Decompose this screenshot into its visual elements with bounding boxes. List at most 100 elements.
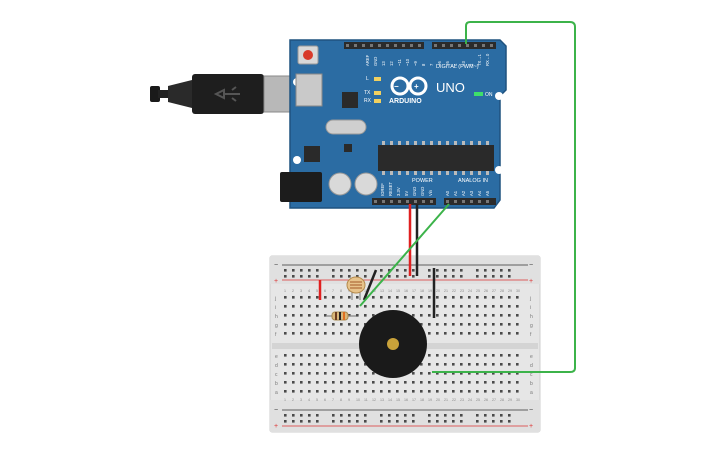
breadboard-hole[interactable] [388, 269, 391, 272]
breadboard-hole[interactable] [300, 314, 303, 317]
breadboard-hole[interactable] [340, 354, 343, 357]
breadboard-hole[interactable] [468, 296, 471, 299]
breadboard-hole[interactable] [460, 381, 463, 384]
breadboard-hole[interactable] [420, 390, 423, 393]
breadboard-hole[interactable] [292, 363, 295, 366]
breadboard-hole[interactable] [284, 354, 287, 357]
breadboard-hole[interactable] [476, 323, 479, 326]
breadboard-hole[interactable] [436, 363, 439, 366]
breadboard-hole[interactable] [412, 414, 415, 417]
breadboard-hole[interactable] [324, 314, 327, 317]
breadboard-hole[interactable] [388, 390, 391, 393]
breadboard-hole[interactable] [348, 414, 351, 417]
breadboard-hole[interactable] [292, 269, 295, 272]
breadboard-hole[interactable] [492, 314, 495, 317]
breadboard-hole[interactable] [452, 381, 455, 384]
header-pin-hole[interactable] [446, 200, 449, 203]
breadboard-hole[interactable] [316, 414, 319, 417]
breadboard-hole[interactable] [308, 381, 311, 384]
breadboard-hole[interactable] [436, 354, 439, 357]
header-pin-hole[interactable] [378, 44, 381, 47]
header-pin-hole[interactable] [346, 44, 349, 47]
breadboard-hole[interactable] [476, 275, 479, 278]
breadboard-hole[interactable] [388, 414, 391, 417]
breadboard-hole[interactable] [460, 363, 463, 366]
breadboard-hole[interactable] [500, 275, 503, 278]
breadboard-hole[interactable] [292, 420, 295, 423]
breadboard-hole[interactable] [316, 381, 319, 384]
breadboard-hole[interactable] [452, 323, 455, 326]
breadboard-hole[interactable] [348, 363, 351, 366]
breadboard-hole[interactable] [452, 269, 455, 272]
breadboard-hole[interactable] [300, 296, 303, 299]
jumper-wire-black-diag[interactable] [362, 269, 378, 301]
header-pin-hole[interactable] [406, 200, 409, 203]
breadboard-hole[interactable] [356, 420, 359, 423]
breadboard-hole[interactable] [468, 332, 471, 335]
breadboard-hole[interactable] [500, 363, 503, 366]
breadboard-hole[interactable] [404, 414, 407, 417]
breadboard-hole[interactable] [500, 296, 503, 299]
breadboard-hole[interactable] [356, 314, 359, 317]
breadboard-hole[interactable] [364, 420, 367, 423]
breadboard-hole[interactable] [284, 296, 287, 299]
breadboard-hole[interactable] [508, 420, 511, 423]
header-pin-hole[interactable] [398, 200, 401, 203]
breadboard-hole[interactable] [508, 305, 511, 308]
breadboard-hole[interactable] [284, 269, 287, 272]
breadboard-hole[interactable] [388, 381, 391, 384]
breadboard-hole[interactable] [316, 296, 319, 299]
breadboard-hole[interactable] [284, 420, 287, 423]
breadboard-hole[interactable] [308, 390, 311, 393]
breadboard-hole[interactable] [324, 372, 327, 375]
breadboard-hole[interactable] [404, 296, 407, 299]
header-pin-hole[interactable] [470, 200, 473, 203]
breadboard-hole[interactable] [316, 332, 319, 335]
header-pin-hole[interactable] [430, 200, 433, 203]
breadboard-hole[interactable] [316, 323, 319, 326]
breadboard-hole[interactable] [380, 414, 383, 417]
breadboard-hole[interactable] [476, 296, 479, 299]
breadboard-hole[interactable] [324, 332, 327, 335]
header-pin-hole[interactable] [454, 200, 457, 203]
breadboard-hole[interactable] [444, 296, 447, 299]
breadboard-hole[interactable] [380, 296, 383, 299]
breadboard-hole[interactable] [460, 354, 463, 357]
breadboard-hole[interactable] [516, 332, 519, 335]
breadboard-hole[interactable] [292, 305, 295, 308]
breadboard-hole[interactable] [444, 414, 447, 417]
breadboard-hole[interactable] [308, 305, 311, 308]
header-pin-hole[interactable] [490, 44, 493, 47]
breadboard-hole[interactable] [356, 363, 359, 366]
breadboard-hole[interactable] [484, 332, 487, 335]
breadboard-hole[interactable] [404, 420, 407, 423]
breadboard-hole[interactable] [308, 372, 311, 375]
wire-a0-green[interactable] [359, 203, 450, 307]
breadboard-hole[interactable] [316, 420, 319, 423]
breadboard-hole[interactable] [292, 390, 295, 393]
breadboard-hole[interactable] [412, 314, 415, 317]
power-jack[interactable] [280, 172, 322, 202]
breadboard-hole[interactable] [340, 390, 343, 393]
breadboard-hole[interactable] [508, 390, 511, 393]
breadboard-hole[interactable] [340, 414, 343, 417]
breadboard-hole[interactable] [388, 275, 391, 278]
breadboard-hole[interactable] [356, 381, 359, 384]
breadboard-hole[interactable] [364, 414, 367, 417]
breadboard-hole[interactable] [428, 381, 431, 384]
breadboard-hole[interactable] [492, 305, 495, 308]
breadboard-hole[interactable] [508, 269, 511, 272]
breadboard-hole[interactable] [500, 314, 503, 317]
header-pin-hole[interactable] [478, 200, 481, 203]
breadboard-hole[interactable] [348, 390, 351, 393]
header-pin-hole[interactable] [382, 200, 385, 203]
breadboard-hole[interactable] [428, 314, 431, 317]
breadboard-hole[interactable] [332, 323, 335, 326]
breadboard-hole[interactable] [484, 372, 487, 375]
breadboard-hole[interactable] [492, 363, 495, 366]
header-pin-hole[interactable] [482, 44, 485, 47]
breadboard-hole[interactable] [420, 372, 423, 375]
breadboard-hole[interactable] [300, 354, 303, 357]
breadboard-hole[interactable] [452, 372, 455, 375]
breadboard-hole[interactable] [444, 420, 447, 423]
